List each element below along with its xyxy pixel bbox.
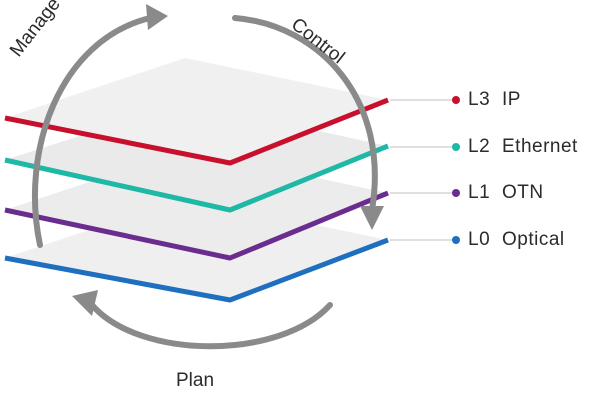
cycle-arrows <box>31 4 384 350</box>
legend-item-l2: L2 Ethernet <box>468 136 578 158</box>
legend-dot-l2 <box>452 143 460 151</box>
control-arrowhead <box>360 206 384 230</box>
manage-arrowhead <box>146 4 168 30</box>
plan-label: Plan <box>176 370 215 391</box>
legend-dot-l3 <box>452 96 460 104</box>
legend-code: L0 <box>468 229 491 250</box>
legend-name: OTN <box>502 182 544 203</box>
legend-name: Ethernet <box>502 136 578 157</box>
legend-code: L3 <box>468 89 491 110</box>
legend-item-l1: L1 OTN <box>468 182 544 204</box>
legend-dot-l0 <box>452 236 460 244</box>
legend-code: L2 <box>468 136 491 157</box>
legend-item-l0: L0 Optical <box>468 229 565 251</box>
plan-arrow <box>89 302 333 350</box>
legend-name: Optical <box>502 229 565 250</box>
layer-plane-l3 <box>4 58 389 166</box>
legend-name: IP <box>502 89 521 110</box>
legend-code: L1 <box>468 182 491 203</box>
legend-leaders <box>390 96 460 244</box>
plan-arrowhead <box>72 290 98 316</box>
legend-dot-l1 <box>452 189 460 197</box>
legend-item-l3: L3 IP <box>468 89 521 111</box>
manage-arrow <box>31 15 153 248</box>
control-arrow <box>232 15 378 213</box>
